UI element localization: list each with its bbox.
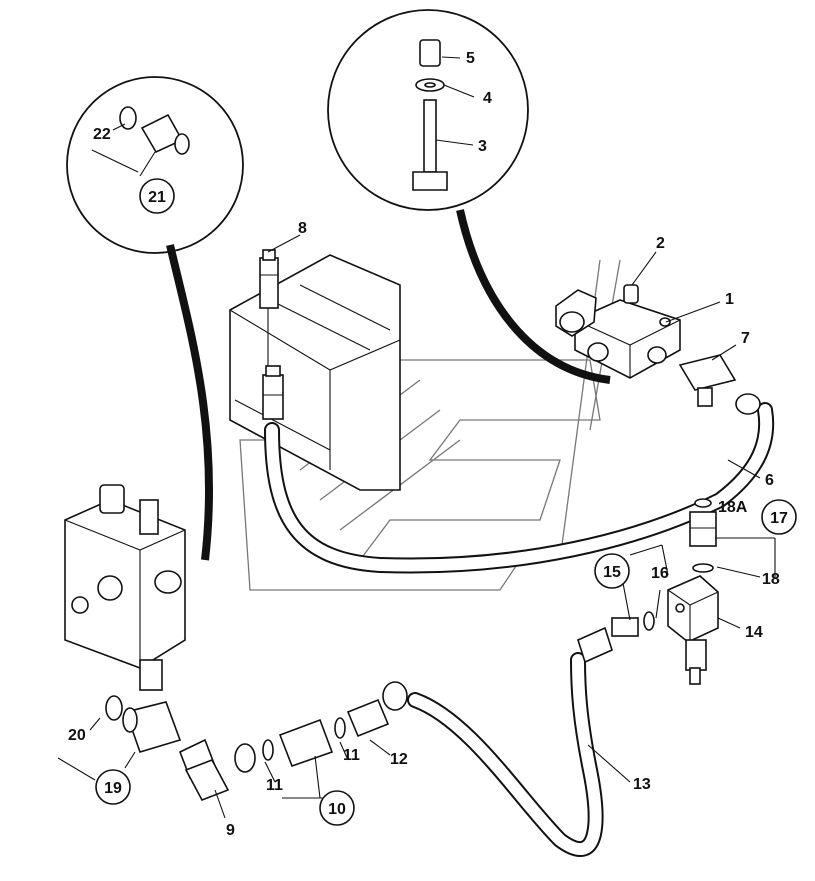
part-labels: 1 2 3 4 5 6 7 8 9 11 11 12 13 14 16 18 1… bbox=[68, 50, 780, 839]
label-14: 14 bbox=[745, 624, 763, 641]
label-11b: 11 bbox=[343, 747, 360, 764]
label-13: 13 bbox=[633, 776, 651, 793]
hose-6 bbox=[264, 402, 775, 574]
label-3: 3 bbox=[478, 138, 487, 155]
label-15: 15 bbox=[603, 564, 621, 581]
fitting-9 bbox=[178, 738, 230, 802]
label-19: 19 bbox=[104, 780, 122, 797]
fitting-8-lower bbox=[262, 365, 284, 420]
label-2: 2 bbox=[656, 235, 665, 252]
detail-circle-3-5 bbox=[327, 9, 611, 384]
fitting-15 bbox=[577, 611, 655, 664]
label-1: 1 bbox=[725, 291, 734, 308]
fitting-8-top bbox=[259, 249, 279, 375]
label-18: 18 bbox=[762, 571, 780, 588]
detail-circle-21 bbox=[66, 76, 244, 561]
reservoir-block bbox=[229, 254, 401, 491]
label-9: 9 bbox=[226, 822, 235, 839]
label-5: 5 bbox=[466, 50, 475, 67]
label-8: 8 bbox=[298, 220, 307, 237]
label-16: 16 bbox=[651, 565, 669, 582]
label-6: 6 bbox=[765, 472, 774, 489]
label-18a: 18A bbox=[718, 499, 748, 516]
hose-13 bbox=[407, 652, 604, 857]
fitting-7 bbox=[678, 354, 761, 415]
label-4: 4 bbox=[483, 90, 492, 107]
label-11a: 11 bbox=[266, 777, 283, 794]
label-21: 21 bbox=[148, 189, 166, 206]
block-14 bbox=[667, 575, 719, 685]
label-12: 12 bbox=[390, 751, 408, 768]
control-valve bbox=[64, 484, 186, 691]
label-17: 17 bbox=[770, 510, 788, 527]
label-7: 7 bbox=[741, 330, 750, 347]
fitting-19 bbox=[105, 695, 182, 753]
label-20: 20 bbox=[68, 727, 86, 744]
circled-labels: 17 15 10 19 21 bbox=[95, 178, 797, 826]
label-10: 10 bbox=[328, 801, 346, 818]
leader-lines bbox=[57, 56, 776, 819]
label-22: 22 bbox=[93, 126, 111, 143]
fitting-chain-10-12 bbox=[234, 681, 408, 773]
fitting-17 bbox=[689, 498, 717, 573]
valve-block-1 bbox=[555, 284, 681, 379]
